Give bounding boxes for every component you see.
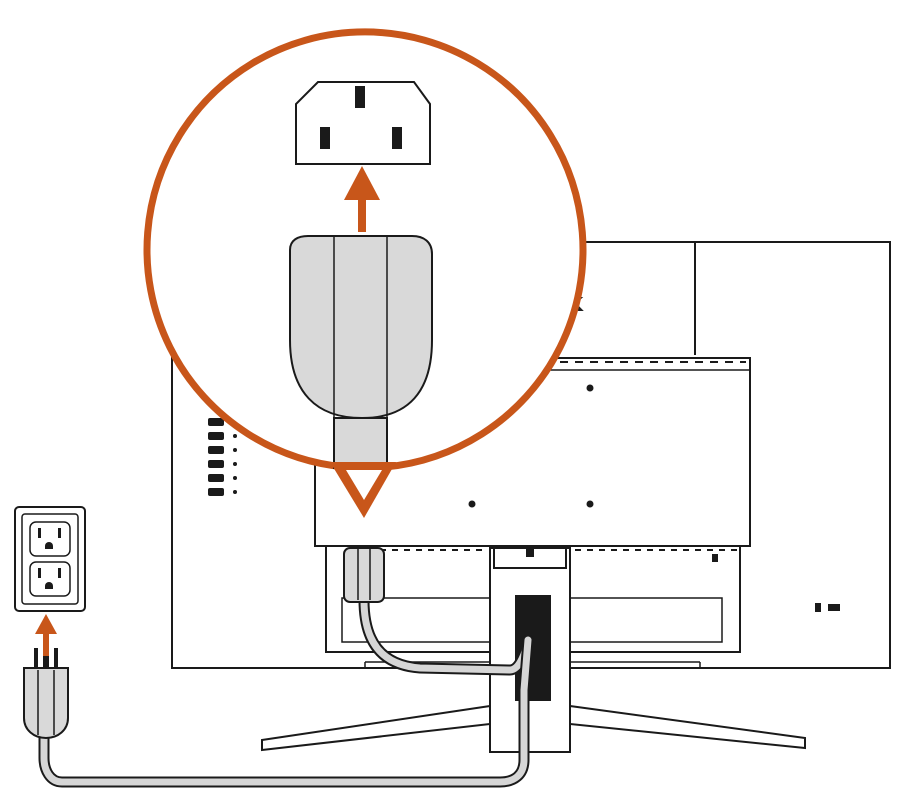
control-buttons [208,418,237,496]
arrow-up-icon [344,166,380,232]
stand-foot-left [261,704,491,752]
wall-plug [23,648,69,740]
outlet-receptacle-top [29,521,71,557]
arrow-up-icon [35,614,57,656]
screw [586,384,594,392]
arrow-down-icon [330,462,396,518]
zoom-callout [143,28,587,494]
power-cable [38,594,534,788]
vesa-screws [468,384,594,508]
outlet-receptacle-bottom [29,561,71,597]
screw [468,500,476,508]
stand-foot-right [569,704,806,750]
wall-outlet [14,506,86,612]
monitor-cable-connector [343,547,385,603]
monitor-body [171,241,891,669]
side-ports [712,554,840,612]
monitor-ac-inlet [295,81,431,165]
power-cord-connector [289,235,433,469]
screw [586,500,594,508]
